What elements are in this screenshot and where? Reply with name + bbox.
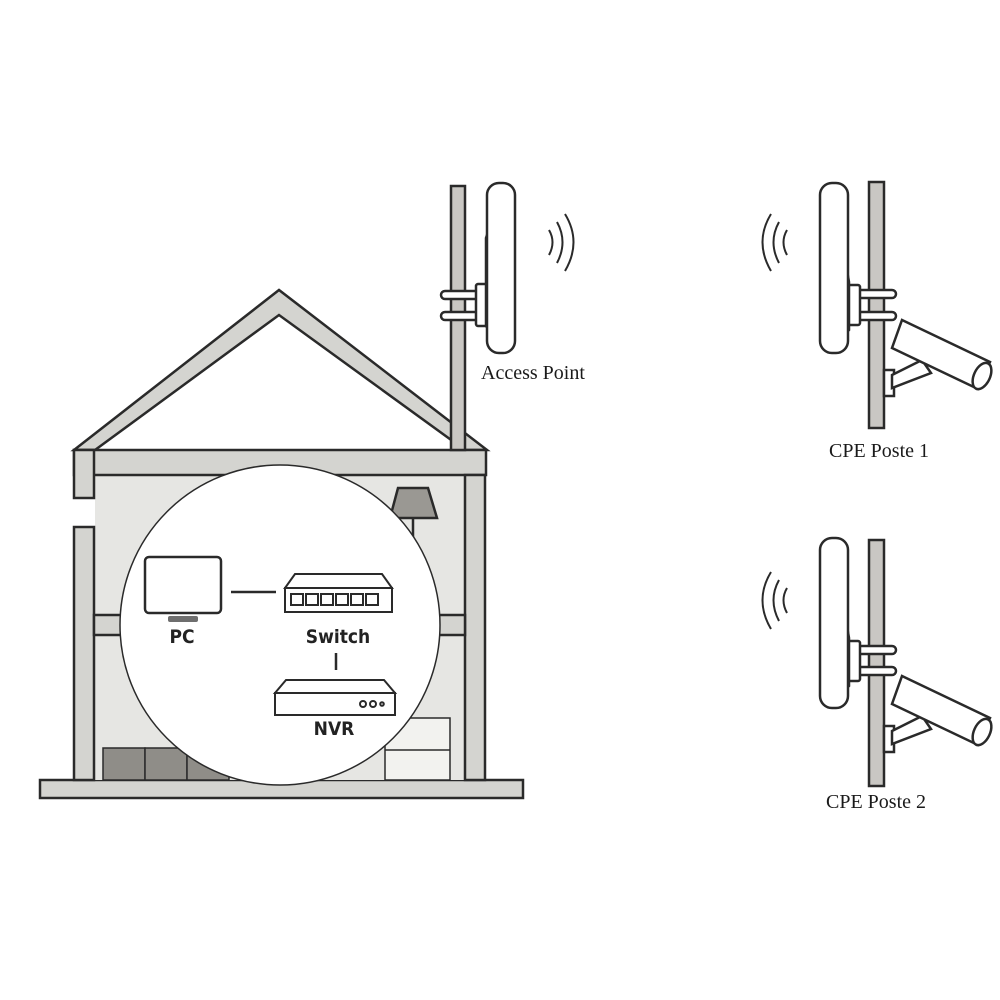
access-point bbox=[439, 181, 575, 452]
pc-label: PC bbox=[169, 626, 194, 648]
security-camera-icon bbox=[882, 318, 993, 398]
nvr-icon bbox=[272, 679, 398, 716]
roof bbox=[70, 288, 491, 452]
cpe-station-2 bbox=[761, 536, 993, 788]
right-wall bbox=[463, 473, 487, 782]
cpe-antenna-icon bbox=[484, 181, 517, 355]
cpe1-clamps bbox=[846, 283, 898, 327]
access-point-label: Access Point bbox=[481, 362, 585, 384]
signal-waves-icon bbox=[548, 213, 575, 272]
cpe2-pole bbox=[867, 538, 886, 788]
network-closeup: PC Switch NVR bbox=[119, 464, 441, 786]
closeup-circle bbox=[119, 464, 441, 786]
nvr-label: NVR bbox=[314, 718, 355, 740]
signal-waves-icon bbox=[761, 213, 788, 272]
cpe-station-1 bbox=[761, 180, 993, 430]
switch-icon bbox=[283, 573, 394, 613]
cpe-2-label: CPE Poste 2 bbox=[826, 791, 926, 813]
cpe1-pole bbox=[867, 180, 886, 430]
cpe-1-label: CPE Poste 1 bbox=[829, 440, 929, 462]
pc-monitor-icon bbox=[143, 555, 223, 622]
security-camera-icon bbox=[882, 674, 993, 754]
left-wall-upper bbox=[72, 448, 96, 500]
cpe-antenna-icon bbox=[818, 181, 851, 355]
cpe-antenna-icon bbox=[818, 536, 851, 710]
signal-waves-icon bbox=[761, 571, 788, 630]
cpe2-clamps bbox=[846, 639, 898, 683]
switch-label: Switch bbox=[306, 626, 370, 648]
left-wall-lower bbox=[72, 525, 96, 782]
